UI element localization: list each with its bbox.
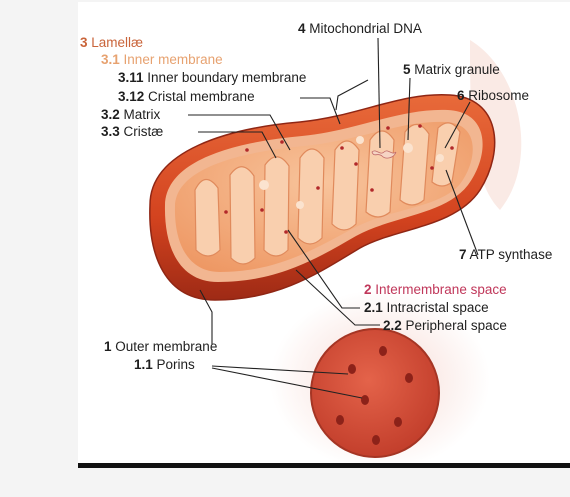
label-text: Cristal membrane: [148, 89, 255, 104]
crista-fold: [298, 149, 324, 244]
crista-fold: [400, 124, 429, 205]
crista-fold: [195, 179, 220, 256]
label-number: 3.2: [101, 107, 120, 122]
porin-dot: [405, 373, 413, 383]
label-text: Peripheral space: [406, 318, 507, 333]
porin-dot: [372, 435, 380, 445]
label-text: Porins: [157, 357, 195, 372]
label-lamellae: 3 Lamellæ: [80, 35, 143, 51]
label-text: Intermembrane space: [375, 282, 506, 297]
ribosome-dot: [340, 146, 344, 150]
ribosome-dot: [224, 210, 228, 214]
label-text: Matrix: [124, 107, 161, 122]
label-text: Cristæ: [124, 124, 164, 139]
label-text: Outer membrane: [115, 339, 217, 354]
label-inner-boundary-membrane: 3.11 Inner boundary membrane: [118, 70, 306, 86]
ribosome-dot: [450, 146, 454, 150]
crista-fold: [264, 157, 289, 256]
label-text: Intracristal space: [387, 300, 489, 315]
label-matrix: 3.2 Matrix: [101, 107, 160, 123]
porin-dot: [348, 364, 356, 374]
label-intermembrane-space: 2 Intermembrane space: [364, 282, 507, 298]
label-number: 3: [80, 35, 88, 50]
label-text: Mitochondrial DNA: [309, 21, 422, 36]
crista-fold: [332, 141, 359, 230]
label-text: Inner membrane: [124, 52, 223, 67]
label-number: 1.1: [134, 357, 153, 372]
porin-dot: [379, 346, 387, 356]
label-number: 3.1: [101, 52, 120, 67]
label-text: Lamellæ: [91, 35, 143, 50]
matrix-granule: [259, 180, 269, 190]
label-outer-membrane: 1 Outer membrane: [104, 339, 217, 355]
label-ribosome: 6 Ribosome: [457, 88, 529, 104]
ribosome-dot: [370, 188, 374, 192]
label-number: 2: [364, 282, 372, 297]
porin-dot: [336, 415, 344, 425]
label-number: 2.1: [364, 300, 383, 315]
matrix-granule: [356, 136, 364, 144]
matrix-granule: [403, 143, 413, 153]
label-number: 4: [298, 21, 306, 36]
label-number: 3.11: [118, 70, 144, 85]
porin-dot: [361, 395, 369, 405]
label-text: Inner boundary membrane: [147, 70, 306, 85]
ribosome-dot: [316, 186, 320, 190]
ribosome-dot: [260, 208, 264, 212]
leader-line-inner-boundary: [336, 80, 368, 110]
label-number: 1: [104, 339, 112, 354]
ribosome-dot: [245, 148, 249, 152]
ribosome-dot: [354, 162, 358, 166]
crista-fold: [230, 167, 255, 264]
label-number: 3.3: [101, 124, 120, 139]
label-cristal-membrane: 3.12 Cristal membrane: [118, 89, 255, 105]
label-intracristal-space: 2.1 Intracristal space: [364, 300, 489, 316]
label-cristae: 3.3 Cristæ: [101, 124, 163, 140]
matrix-granule: [296, 201, 304, 209]
label-text: Matrix granule: [414, 62, 500, 77]
label-porins: 1.1 Porins: [134, 357, 195, 373]
ribosome-dot: [430, 166, 434, 170]
ribosome-dot: [280, 140, 284, 144]
matrix-granule: [436, 154, 444, 162]
label-number: 5: [403, 62, 411, 77]
bottom-rule: [78, 463, 570, 468]
label-peripheral-space: 2.2 Peripheral space: [383, 318, 507, 334]
ribosome-dot: [418, 124, 422, 128]
label-number: 3.12: [118, 89, 144, 104]
label-text: Ribosome: [468, 88, 529, 103]
label-atp-synthase: 7 ATP synthase: [459, 247, 552, 263]
label-number: 2.2: [383, 318, 402, 333]
ribosome-dot: [284, 230, 288, 234]
label-text: ATP synthase: [470, 247, 553, 262]
porin-dot: [394, 417, 402, 427]
label-inner-membrane: 3.1 Inner membrane: [101, 52, 223, 68]
label-number: 7: [459, 247, 467, 262]
ribosome-dot: [386, 126, 390, 130]
label-mitochondrial-dna: 4 Mitochondrial DNA: [298, 21, 422, 37]
label-matrix-granule: 5 Matrix granule: [403, 62, 500, 78]
label-number: 6: [457, 88, 465, 103]
